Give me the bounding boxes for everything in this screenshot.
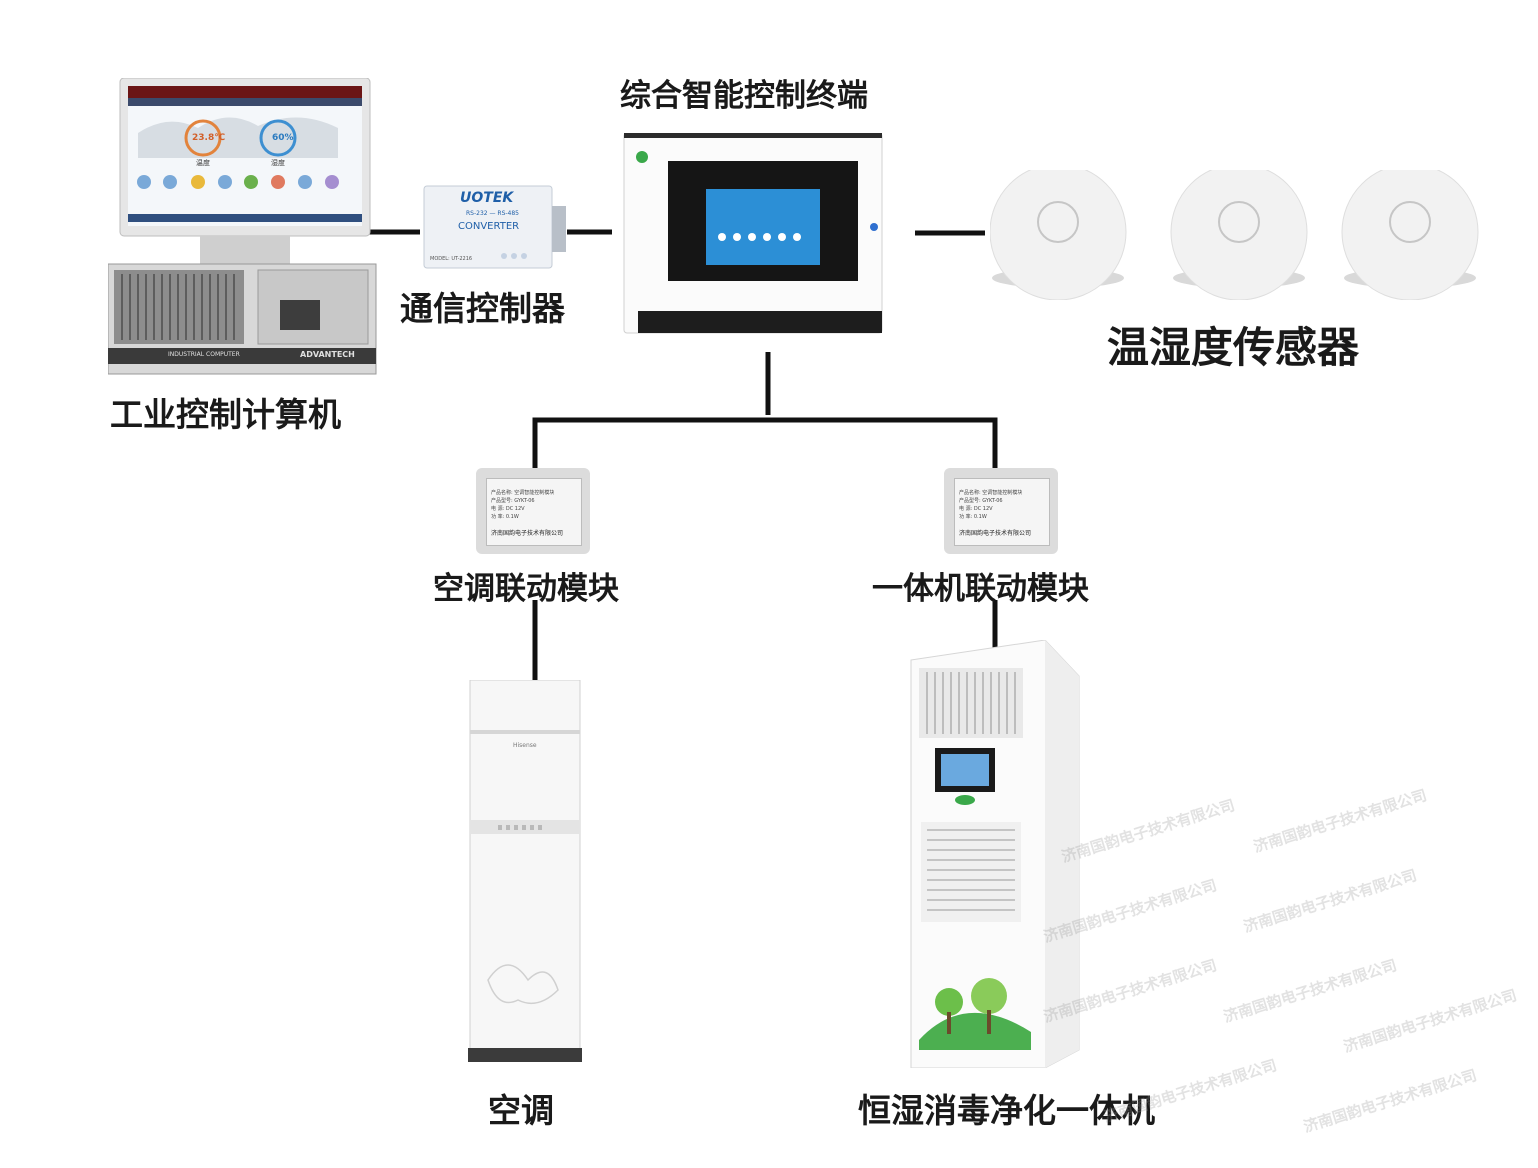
ac-module: 产品名称: 空调智能控制模块 产品型号: GYKT-06 电 源: DC 12V… [476, 468, 590, 554]
sensor-group [990, 170, 1479, 300]
computer-humidity-reading: 60% [272, 133, 294, 143]
label-converter: 通信控制器 [400, 289, 565, 328]
sensor-3 [1341, 170, 1479, 300]
ac-module-company: 济南国韵电子技术有限公司 [491, 530, 564, 537]
ac-module-label: 产品名称: 空调智能控制模块 产品型号: GYKT-06 电 源: DC 12V… [486, 478, 582, 546]
purifier-graphic [910, 639, 1080, 1069]
converter-brand: UOTEK [460, 190, 514, 206]
unit-module-company: 济南国韵电子技术有限公司 [959, 530, 1032, 537]
industrial-computer: 23.8℃ 60% 温度 湿度 INDUSTRIAL COMPUTER ADVA… [107, 77, 378, 378]
control-terminal [620, 132, 886, 339]
converter-model: MODEL: UT-2216 [430, 256, 473, 262]
monitor-graphic [107, 77, 377, 375]
unit-module-line-2: 产品型号: GYKT-06 [959, 498, 1003, 504]
unit-module-label: 产品名称: 空调智能控制模块 产品型号: GYKT-06 电 源: DC 12V… [954, 478, 1050, 546]
ac-module-line-4: 功 率: 0.1W [491, 514, 519, 520]
ac-brand: Hisense [513, 742, 537, 749]
converter-name: CONVERTER [458, 221, 520, 232]
chassis-brand: ADVANTECH [300, 350, 355, 359]
terminal-graphic [623, 132, 883, 334]
ac-module-line-3: 电 源: DC 12V [491, 506, 525, 512]
computer-temp-label: 温度 [196, 159, 210, 167]
computer-temp-reading: 23.8℃ [192, 133, 226, 143]
label-unit-module: 一体机联动模块 [872, 571, 1089, 607]
ac-graphic [468, 679, 582, 1062]
label-ac-module: 空调联动模块 [433, 571, 619, 607]
air-conditioner: Hisense [468, 679, 582, 1064]
label-sensors: 温湿度传感器 [1107, 323, 1360, 372]
computer-humidity-label: 湿度 [271, 159, 285, 167]
sensor-2 [1170, 170, 1308, 300]
ac-module-line-1: 产品名称: 空调智能控制模块 [491, 490, 555, 496]
communication-converter: UOTEK RS-232 — RS-485 CONVERTER MODEL: U… [420, 182, 570, 274]
label-ac: 空调 [488, 1091, 554, 1130]
unit-module: 产品名称: 空调智能控制模块 产品型号: GYKT-06 电 源: DC 12V… [944, 468, 1058, 554]
unit-module-line-4: 功 率: 0.1W [959, 514, 987, 520]
unit-module-line-3: 电 源: DC 12V [959, 506, 993, 512]
label-purifier: 恒湿消毒净化一体机 [858, 1091, 1155, 1130]
unit-module-line-1: 产品名称: 空调智能控制模块 [959, 490, 1023, 496]
purifier-unit [905, 639, 1085, 1069]
link-bus-modules [532, 417, 998, 468]
converter-graphic [423, 185, 566, 269]
sensor-1 [990, 170, 1127, 300]
ac-module-line-2: 产品型号: GYKT-06 [491, 498, 535, 504]
converter-spec: RS-232 — RS-485 [466, 210, 520, 217]
chassis-badge: INDUSTRIAL COMPUTER [168, 351, 240, 358]
label-computer: 工业控制计算机 [110, 395, 341, 434]
label-terminal: 综合智能控制终端 [620, 78, 868, 114]
